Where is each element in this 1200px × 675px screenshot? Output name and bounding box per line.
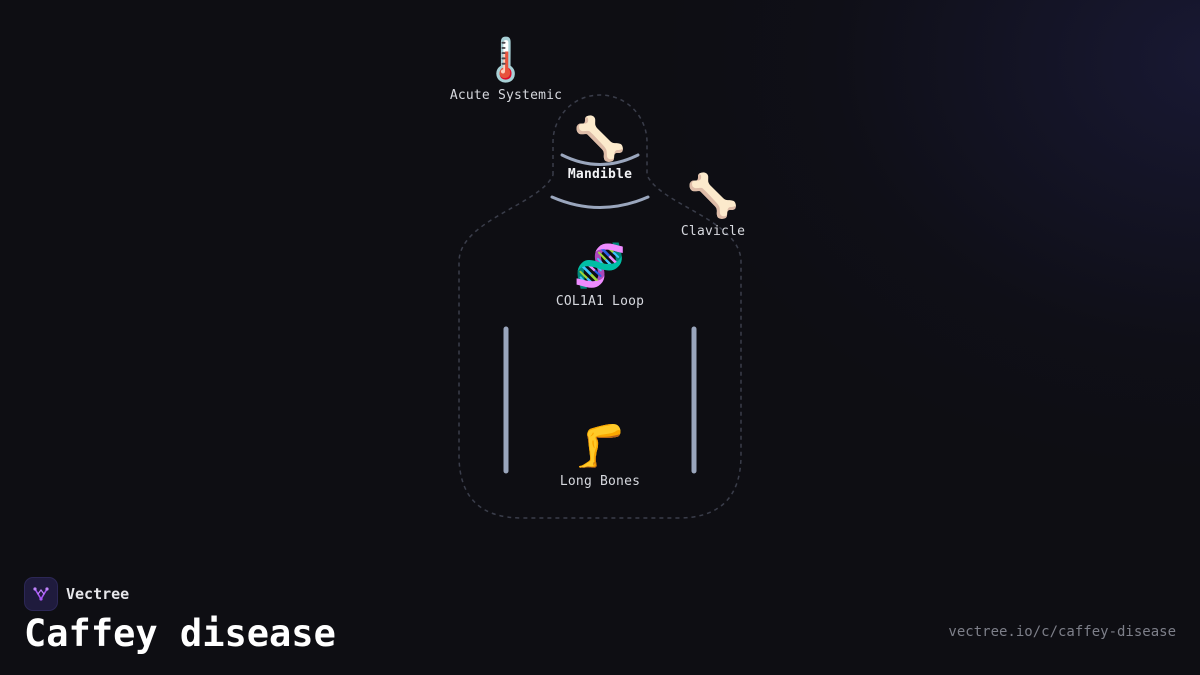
- clavicle-arc: [550, 195, 650, 209]
- brand-name: Vectree: [66, 585, 130, 603]
- leg-icon: 🦵: [573, 421, 627, 470]
- dna-icon: 🧬: [573, 241, 627, 290]
- thermometer-icon: 🌡️: [479, 35, 533, 84]
- brand[interactable]: Vectree: [24, 577, 129, 611]
- bone-icon: 🦴: [686, 171, 740, 220]
- node-label: Mandible: [567, 167, 633, 182]
- node-acute-systemic[interactable]: 🌡️ Acute Systemic: [449, 35, 563, 104]
- body-outline: [458, 94, 742, 519]
- node-clavicle[interactable]: 🦴 Clavicle: [680, 171, 746, 240]
- node-label: Long Bones: [559, 474, 641, 489]
- node-mandible[interactable]: 🦴 Mandible: [567, 114, 633, 183]
- page-title: Caffey disease: [24, 612, 336, 655]
- node-label: Clavicle: [680, 224, 746, 239]
- node-label: COL1A1 Loop: [555, 294, 645, 309]
- mandible-arc: [560, 153, 640, 166]
- page-url[interactable]: vectree.io/c/caffey-disease: [948, 624, 1176, 640]
- node-long-bones[interactable]: 🦵 Long Bones: [559, 421, 641, 490]
- vectree-tree-icon: [24, 577, 58, 611]
- node-label: Acute Systemic: [449, 88, 563, 103]
- node-col1a1-loop[interactable]: 🧬 COL1A1 Loop: [555, 241, 645, 310]
- bone-icon: 🦴: [573, 114, 627, 163]
